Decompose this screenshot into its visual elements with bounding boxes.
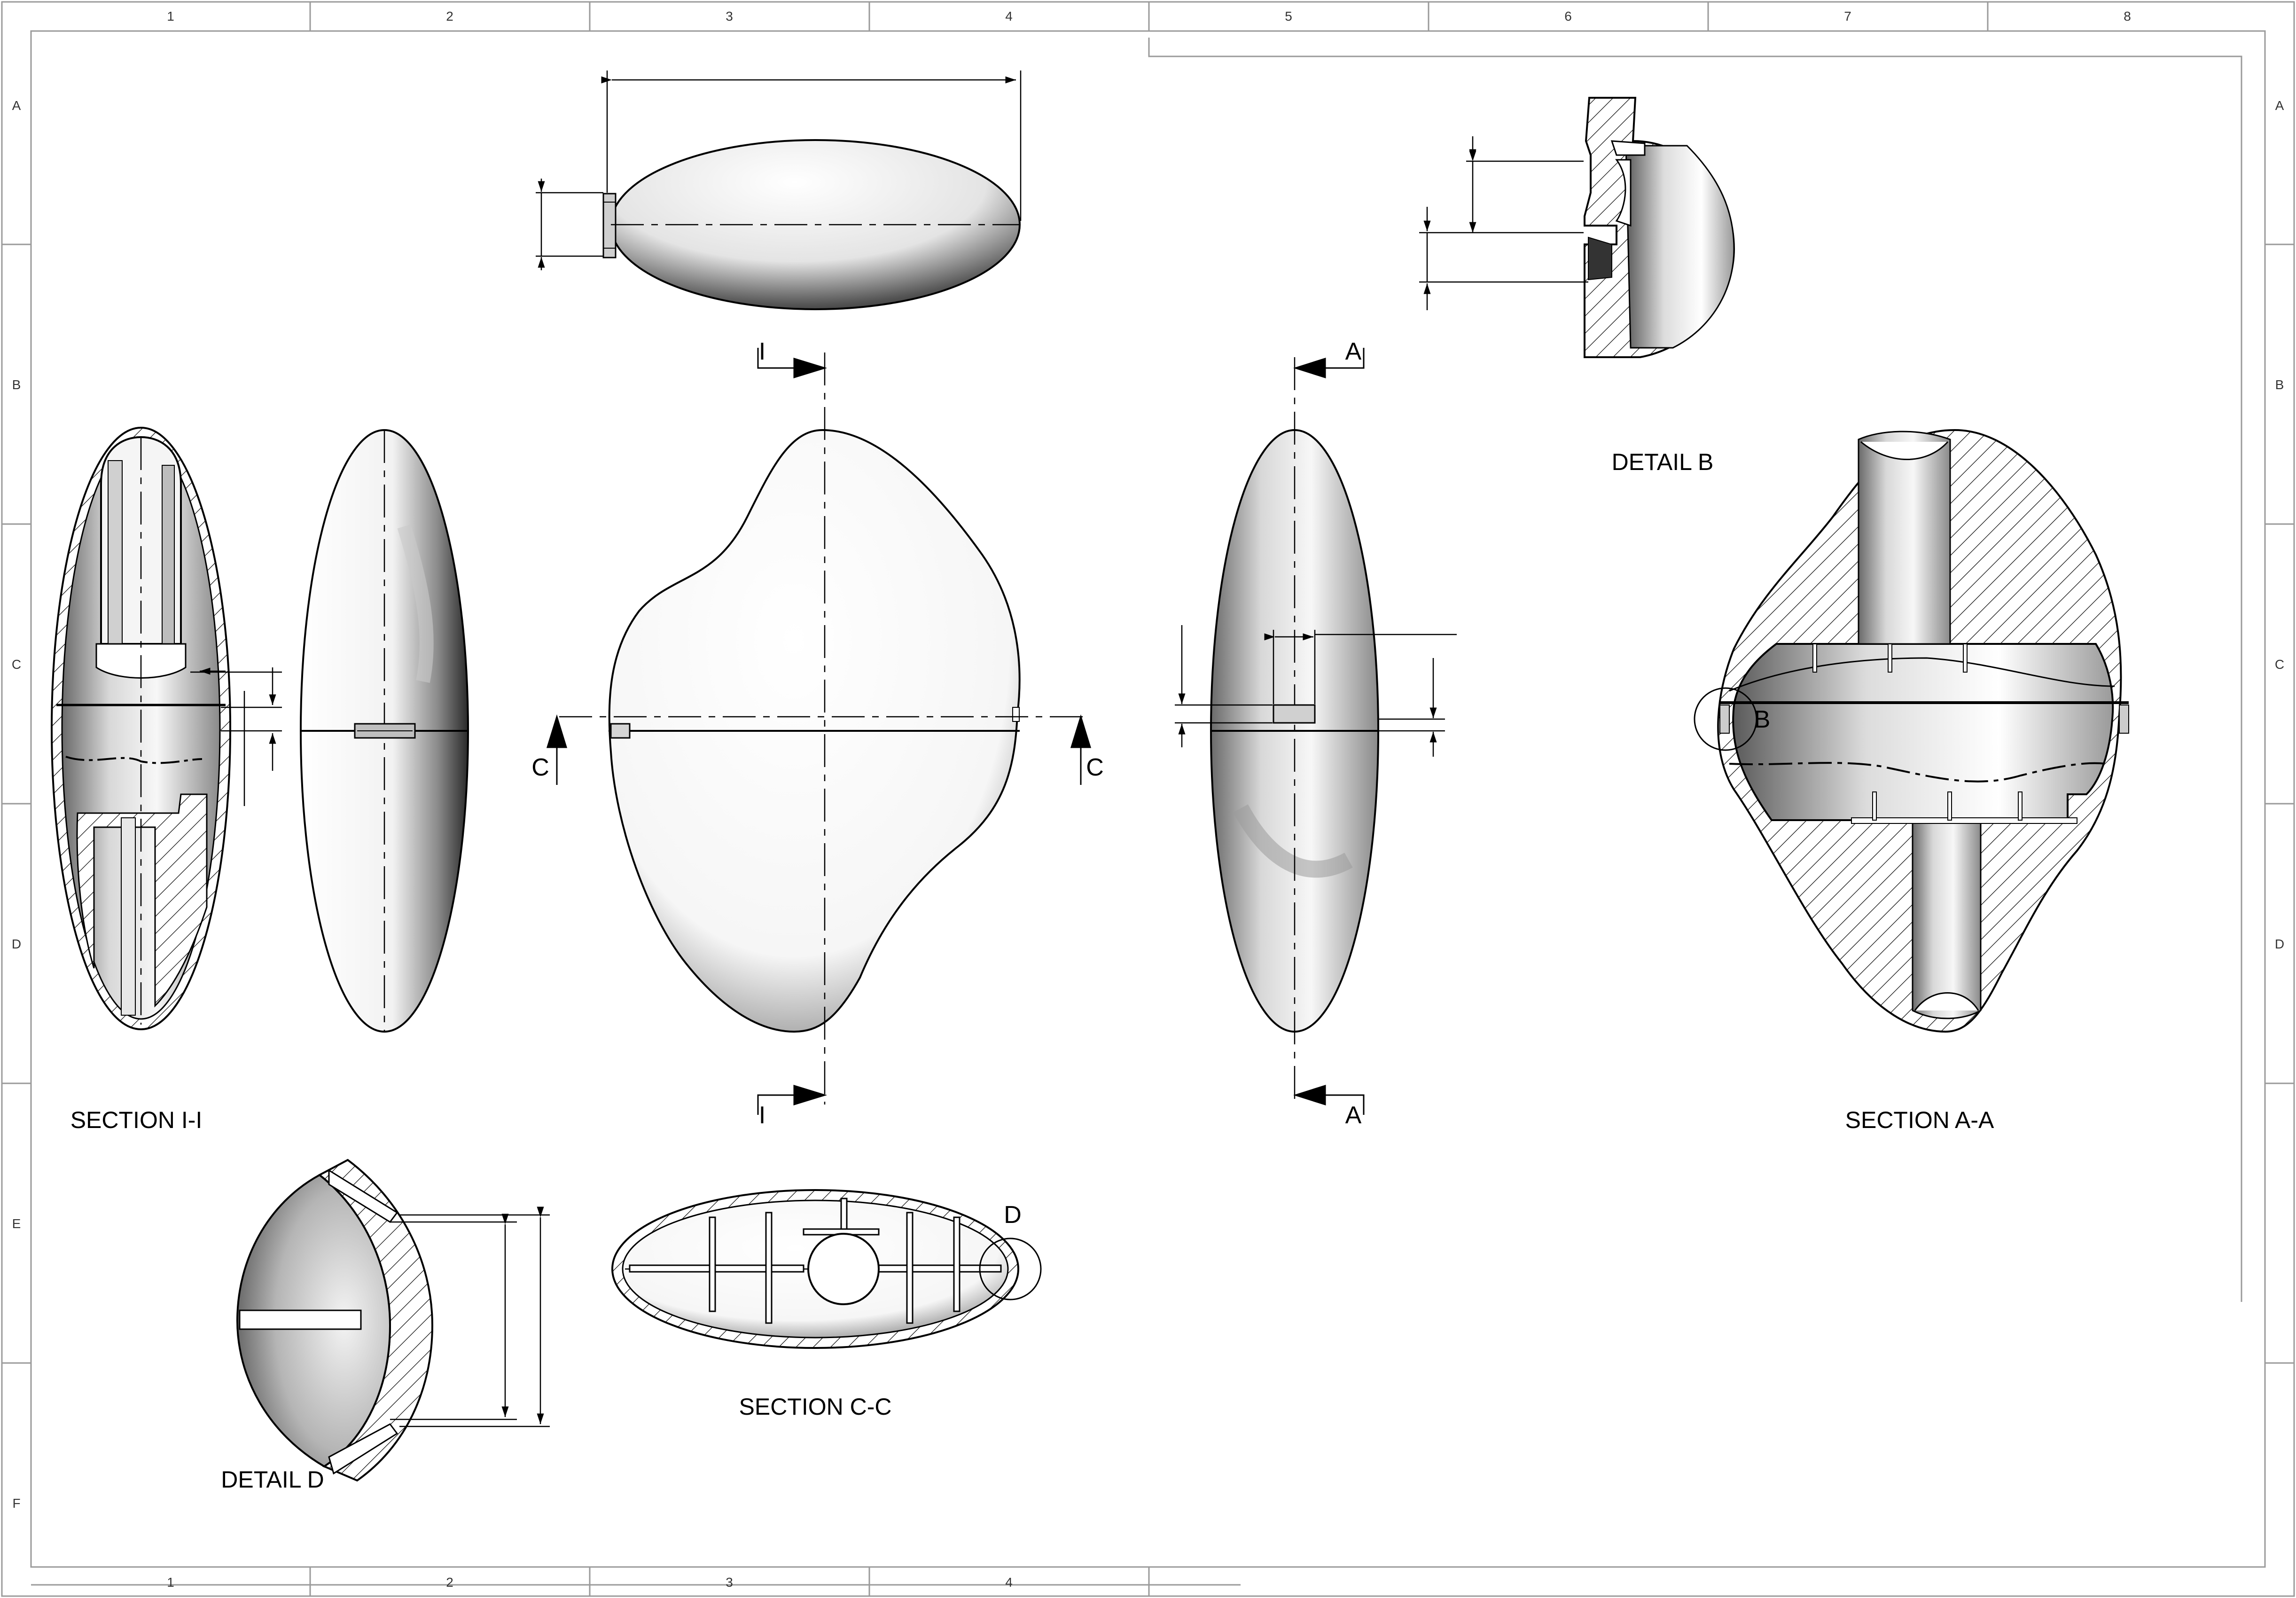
section-cc-title: SECTION C-C — [739, 1394, 892, 1420]
section-a-marker-bottom: A — [1345, 1102, 1362, 1129]
side-view-right — [1175, 357, 1457, 1104]
front-view — [559, 352, 1090, 1104]
column-label-4: 4 — [1005, 1575, 1013, 1590]
section-i-marker-top: I — [759, 338, 765, 365]
zone-labels-right: A B C D — [2275, 98, 2284, 951]
column-label-3: 3 — [726, 9, 733, 24]
row-label-b: B — [2275, 377, 2284, 392]
row-label-d: D — [12, 937, 21, 951]
zone-labels-bottom: 1 2 3 4 — [167, 1575, 1013, 1590]
zone-labels-top: 1 2 3 4 5 6 7 8 — [167, 9, 2131, 24]
detail-d-title: DETAIL D — [221, 1466, 324, 1493]
top-view — [536, 70, 1022, 310]
row-label-f: F — [12, 1496, 20, 1511]
row-label-b: B — [12, 377, 21, 392]
row-label-c: C — [12, 657, 21, 672]
column-label-2: 2 — [446, 1575, 453, 1590]
column-label-2: 2 — [446, 9, 453, 24]
column-label-4: 4 — [1005, 9, 1013, 24]
column-label-8: 8 — [2124, 9, 2131, 24]
row-label-a: A — [12, 98, 21, 113]
row-label-e: E — [12, 1216, 21, 1231]
detail-b-title: DETAIL B — [1612, 449, 1714, 475]
detail-b-marker: B — [1754, 706, 1771, 733]
section-ii-title: SECTION I-I — [70, 1107, 203, 1133]
section-ii-view: SECTION I-I — [51, 427, 282, 1133]
section-aa-title: SECTION A-A — [1845, 1107, 1994, 1133]
detail-b-dimensions — [1419, 136, 1588, 310]
side-view-right-dimensions — [1175, 625, 1457, 757]
detail-d-view: DETAIL D — [221, 1159, 550, 1493]
column-label-1: 1 — [167, 9, 174, 24]
section-a-marker-top: A — [1345, 338, 1362, 365]
column-label-6: 6 — [1564, 9, 1572, 24]
top-view-dimensions — [536, 70, 1022, 270]
column-label-5: 5 — [1285, 9, 1292, 24]
column-label-1: 1 — [167, 1575, 174, 1590]
section-i-marker-bottom: I — [759, 1102, 765, 1129]
section-aa-view: B SECTION A-A — [1694, 429, 2129, 1133]
section-c-marker-left: C — [531, 754, 549, 781]
side-view-left — [300, 429, 469, 1033]
section-arrows — [546, 348, 1365, 1115]
row-label-c: C — [2275, 657, 2284, 672]
section-cc-view: D SECTION C-C — [611, 1189, 1042, 1420]
inner-frame — [31, 38, 2242, 1586]
row-label-d: D — [2275, 937, 2284, 951]
column-label-7: 7 — [1844, 9, 1851, 24]
column-label-3: 3 — [726, 1575, 733, 1590]
detail-d-marker: D — [1004, 1201, 1022, 1229]
zone-labels-left: A B C D E F — [12, 98, 21, 1511]
detail-b-view: DETAIL B — [1419, 97, 1735, 475]
section-c-marker-right: C — [1086, 754, 1104, 781]
section-ii-dimensions — [190, 667, 282, 806]
detail-d-dimensions — [390, 1206, 550, 1427]
row-label-a: A — [2275, 98, 2284, 113]
